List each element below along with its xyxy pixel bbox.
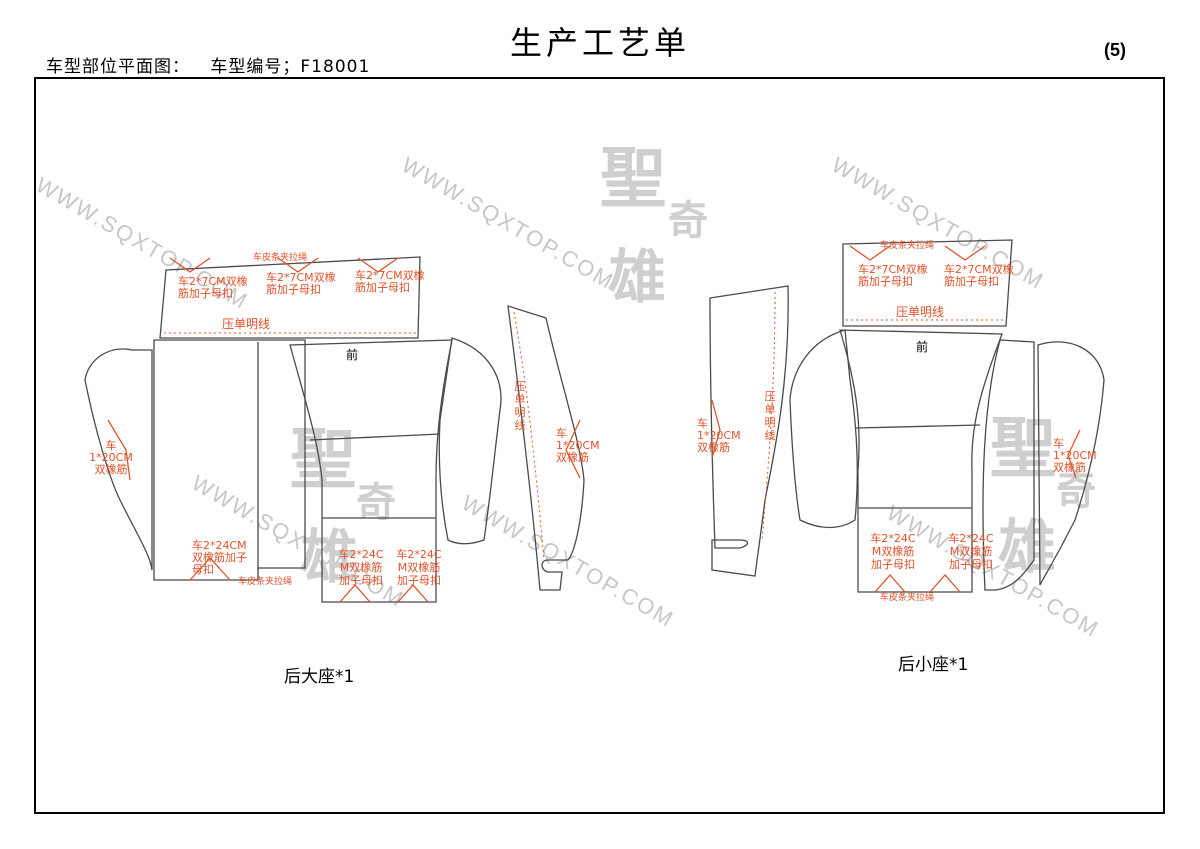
side-note: 车1*20CM双橡筋 bbox=[1053, 437, 1097, 474]
header-left: 车型部位平面图： 车型编号；F18001 bbox=[46, 52, 370, 77]
plan-label: 车型部位平面图： bbox=[46, 57, 190, 77]
watermark-logo: 聖 bbox=[600, 139, 666, 217]
left-caption: 后大座*1 bbox=[284, 667, 355, 687]
watermark-logo: 聖 bbox=[290, 420, 356, 498]
strip-label: 车皮条夹拉绳 bbox=[880, 241, 935, 251]
side-note: 车1*20CM双橡筋 bbox=[697, 417, 741, 454]
band-note: 车2*7CM双橡筋加子母扣 bbox=[266, 271, 336, 296]
left-front-panel bbox=[289, 339, 453, 603]
band-note: 车2*7CM双橡筋加子母扣 bbox=[178, 275, 248, 300]
bottom-note: 车2*24CM双橡筋加子母扣 bbox=[948, 532, 994, 571]
right-long-panel bbox=[709, 285, 789, 577]
watermark-logo: 雄 bbox=[300, 523, 359, 591]
bottom-strip-label: 车皮条夹拉绳 bbox=[880, 593, 935, 603]
page-title: 生产工艺单 bbox=[509, 24, 690, 62]
right-front-panel bbox=[839, 329, 1003, 593]
right-caption: 后小座*1 bbox=[898, 655, 969, 675]
front-label: 前 bbox=[916, 340, 929, 354]
long-panel-stitch-label: 压单明线 bbox=[764, 390, 776, 442]
bottom-note: 车2*24CM双橡筋加子母扣 bbox=[396, 548, 442, 587]
right-sleeve-panel bbox=[789, 329, 858, 529]
front-label: 前 bbox=[346, 348, 359, 362]
right-main-panel bbox=[982, 339, 1035, 591]
bottom-strip-label: 车皮条夹拉绳 bbox=[238, 577, 293, 587]
watermark-logo: 奇 bbox=[668, 197, 708, 244]
side-note: 车1*20CM双橡筋 bbox=[556, 427, 600, 464]
page-number: (5) bbox=[1104, 40, 1126, 60]
bottom-note: 车2*24CM双橡筋加子母扣 bbox=[192, 539, 247, 576]
left-sleeve-panel bbox=[438, 337, 502, 545]
top-stitch-label: 压单明线 bbox=[896, 305, 945, 319]
watermark-logo: 奇 bbox=[1056, 467, 1096, 514]
band-note: 车2*7CM双橡筋加子母扣 bbox=[355, 269, 425, 294]
left-long-panel bbox=[507, 305, 585, 591]
watermark-logo: 雄 bbox=[608, 243, 667, 311]
right-top-band bbox=[842, 239, 1013, 327]
band-note: 车2*7CM双橡筋加子母扣 bbox=[944, 263, 1014, 288]
band-note: 车2*7CM双橡筋加子母扣 bbox=[858, 263, 928, 288]
drawing-frame bbox=[34, 77, 1165, 814]
bottom-note: 车2*24CM双橡筋加子母扣 bbox=[870, 532, 916, 571]
model-number: 车型编号；F18001 bbox=[210, 57, 371, 77]
top-stitch-label: 压单明线 bbox=[222, 317, 271, 331]
watermark-logo: 聖 bbox=[990, 409, 1056, 487]
left-curved-side-panel bbox=[84, 348, 153, 571]
side-note: 车1*20CM双橡筋 bbox=[89, 439, 133, 476]
bottom-note: 车2*24CM双橡筋加子母扣 bbox=[338, 548, 384, 587]
long-panel-stitch-label: 压单明线 bbox=[514, 380, 526, 432]
strip-label: 车皮条夹拉绳 bbox=[253, 253, 308, 263]
right-curved-side-panel bbox=[1037, 341, 1105, 586]
left-top-band bbox=[159, 256, 421, 339]
